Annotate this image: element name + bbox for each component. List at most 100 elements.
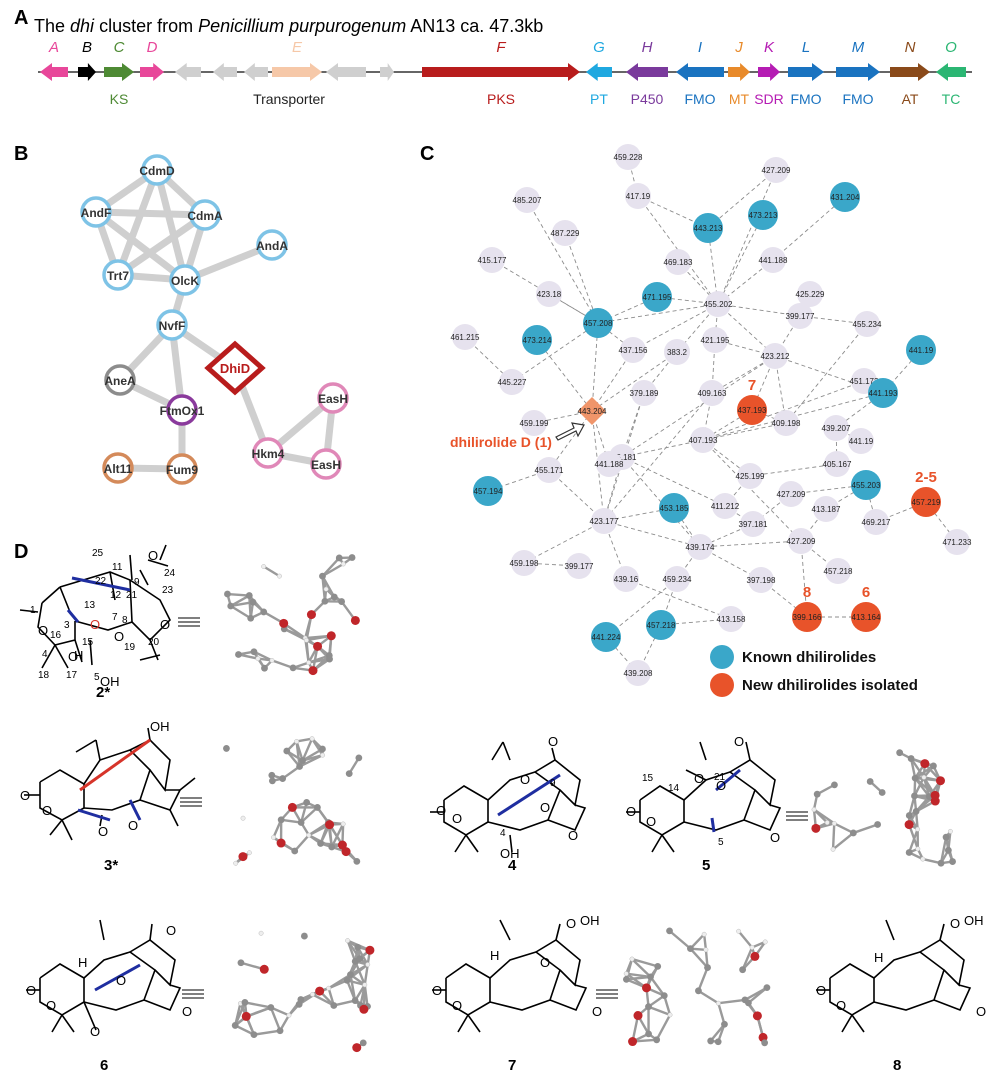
- gene-arrow: [40, 63, 68, 81]
- crystal-atom: [878, 789, 886, 796]
- crystal-atom: [739, 966, 747, 974]
- crystal-atom: [660, 992, 668, 1000]
- crystal-atom: [703, 947, 709, 953]
- crystal-atom: [297, 819, 305, 826]
- network-edge: [526, 199, 599, 324]
- atom-number-label: 9: [134, 577, 140, 588]
- crystal-atom: [628, 1037, 638, 1047]
- network-node-label: 383.2: [667, 348, 688, 357]
- network-node-label: 421.195: [701, 336, 730, 345]
- network-edge: [548, 469, 605, 522]
- atom-number-label: 17: [66, 670, 78, 681]
- gene-letter: I: [698, 39, 702, 56]
- crystal-atom: [261, 564, 267, 569]
- equivalence-symbol: [182, 989, 204, 999]
- crystal-atom: [647, 973, 654, 981]
- atom-symbol-label: H: [490, 948, 499, 963]
- network-node-known: [583, 308, 613, 338]
- crystal-atom: [949, 858, 956, 865]
- title-part: dhi: [70, 16, 95, 36]
- crystal-bond: [271, 659, 294, 669]
- network-node-other: [536, 281, 562, 307]
- network-node-label: 485.207: [513, 196, 542, 205]
- network-node-label: 469.217: [862, 518, 891, 527]
- network-node-label: 409.163: [698, 389, 727, 398]
- ssn-edge: [92, 208, 189, 284]
- atom-symbol-label: O: [520, 772, 530, 787]
- network-node-known: [646, 610, 676, 640]
- gene-function-label: P450: [631, 91, 664, 107]
- network-node-label: 455.202: [704, 300, 733, 309]
- network-node-known: [868, 378, 898, 408]
- crystal-atom: [308, 666, 318, 676]
- crystal-atom: [622, 975, 630, 983]
- network-node-other: [788, 528, 814, 554]
- crystal-atom: [920, 856, 926, 862]
- compound-7-structure: [432, 919, 588, 1033]
- crystal-bond: [913, 776, 925, 797]
- network-edge: [702, 422, 787, 441]
- crystal-atom: [326, 655, 333, 663]
- network-node-label: 413.187: [812, 505, 841, 514]
- atom-symbol-label: OH: [150, 719, 170, 734]
- ssn-node-label: OlcK: [171, 274, 199, 288]
- network-node-label: 459.199: [520, 419, 549, 428]
- crystal-atom: [315, 986, 325, 996]
- compound-2-bond-highlight: [66, 609, 80, 623]
- crystal-atom: [319, 745, 326, 753]
- compound-8-structure: [816, 919, 972, 1033]
- atom-symbol-label: H: [74, 648, 83, 663]
- equivalence-symbol: [596, 989, 618, 999]
- crystal-atom: [866, 778, 874, 785]
- atom-symbol-label: O: [976, 1004, 986, 1019]
- network-node-label: 455.234: [853, 320, 882, 329]
- atom-number-label: 1: [30, 605, 36, 616]
- network-node-label: 459.234: [663, 575, 692, 584]
- crystal-atom: [947, 828, 953, 834]
- network-node-known: [659, 493, 689, 523]
- network-node-label: 439.16: [614, 575, 639, 584]
- gene-arrow: [936, 63, 966, 81]
- network-node-known: [830, 182, 860, 212]
- network-node-other: [665, 249, 691, 275]
- network-edge: [591, 351, 678, 412]
- network-node-other: [664, 339, 690, 365]
- crystal-atom: [811, 807, 817, 812]
- crystal-bond: [908, 828, 919, 853]
- atom-symbol-label: O: [116, 973, 126, 988]
- compound-7-title: 7: [508, 1057, 516, 1074]
- atom-symbol-label: O: [128, 818, 138, 833]
- network-node-label: 413.158: [717, 615, 746, 624]
- network-node-other: [596, 451, 622, 477]
- ssn-node: [102, 259, 134, 291]
- network-edge: [785, 323, 868, 424]
- compound-2-structure: [19, 544, 171, 669]
- network-node-other: [499, 369, 525, 395]
- crystal-atom: [291, 847, 299, 855]
- atom-symbol-label: O: [26, 983, 36, 998]
- network-node-label: 487.229: [551, 229, 580, 238]
- ssn-node: [317, 382, 349, 414]
- crystal-atom: [283, 747, 291, 755]
- gene-arrow: [626, 63, 668, 81]
- network-edge: [772, 196, 846, 261]
- compound-6-crystal-structure: [231, 930, 375, 1053]
- ssn-node-label: Alt11: [104, 462, 133, 476]
- atom-number-label: 21: [126, 590, 138, 601]
- gene-arrow: [728, 63, 750, 81]
- ssn-node-label: AndF: [81, 206, 112, 220]
- atom-symbol-label: O: [646, 814, 656, 829]
- network-node-known: [642, 282, 672, 312]
- crystal-atom: [920, 759, 930, 769]
- atom-number-label: 3: [64, 620, 70, 631]
- network-node-other: [705, 291, 731, 317]
- network-edge: [591, 410, 605, 522]
- network-node-label: 455.171: [535, 466, 564, 475]
- query-arrow-icon: [555, 422, 585, 441]
- crystal-atom: [350, 615, 360, 625]
- crystal-atom: [287, 802, 297, 812]
- equivalence-symbol: [786, 811, 808, 821]
- gene-arrow: [890, 63, 930, 81]
- network-node-label: 441.188: [595, 460, 624, 469]
